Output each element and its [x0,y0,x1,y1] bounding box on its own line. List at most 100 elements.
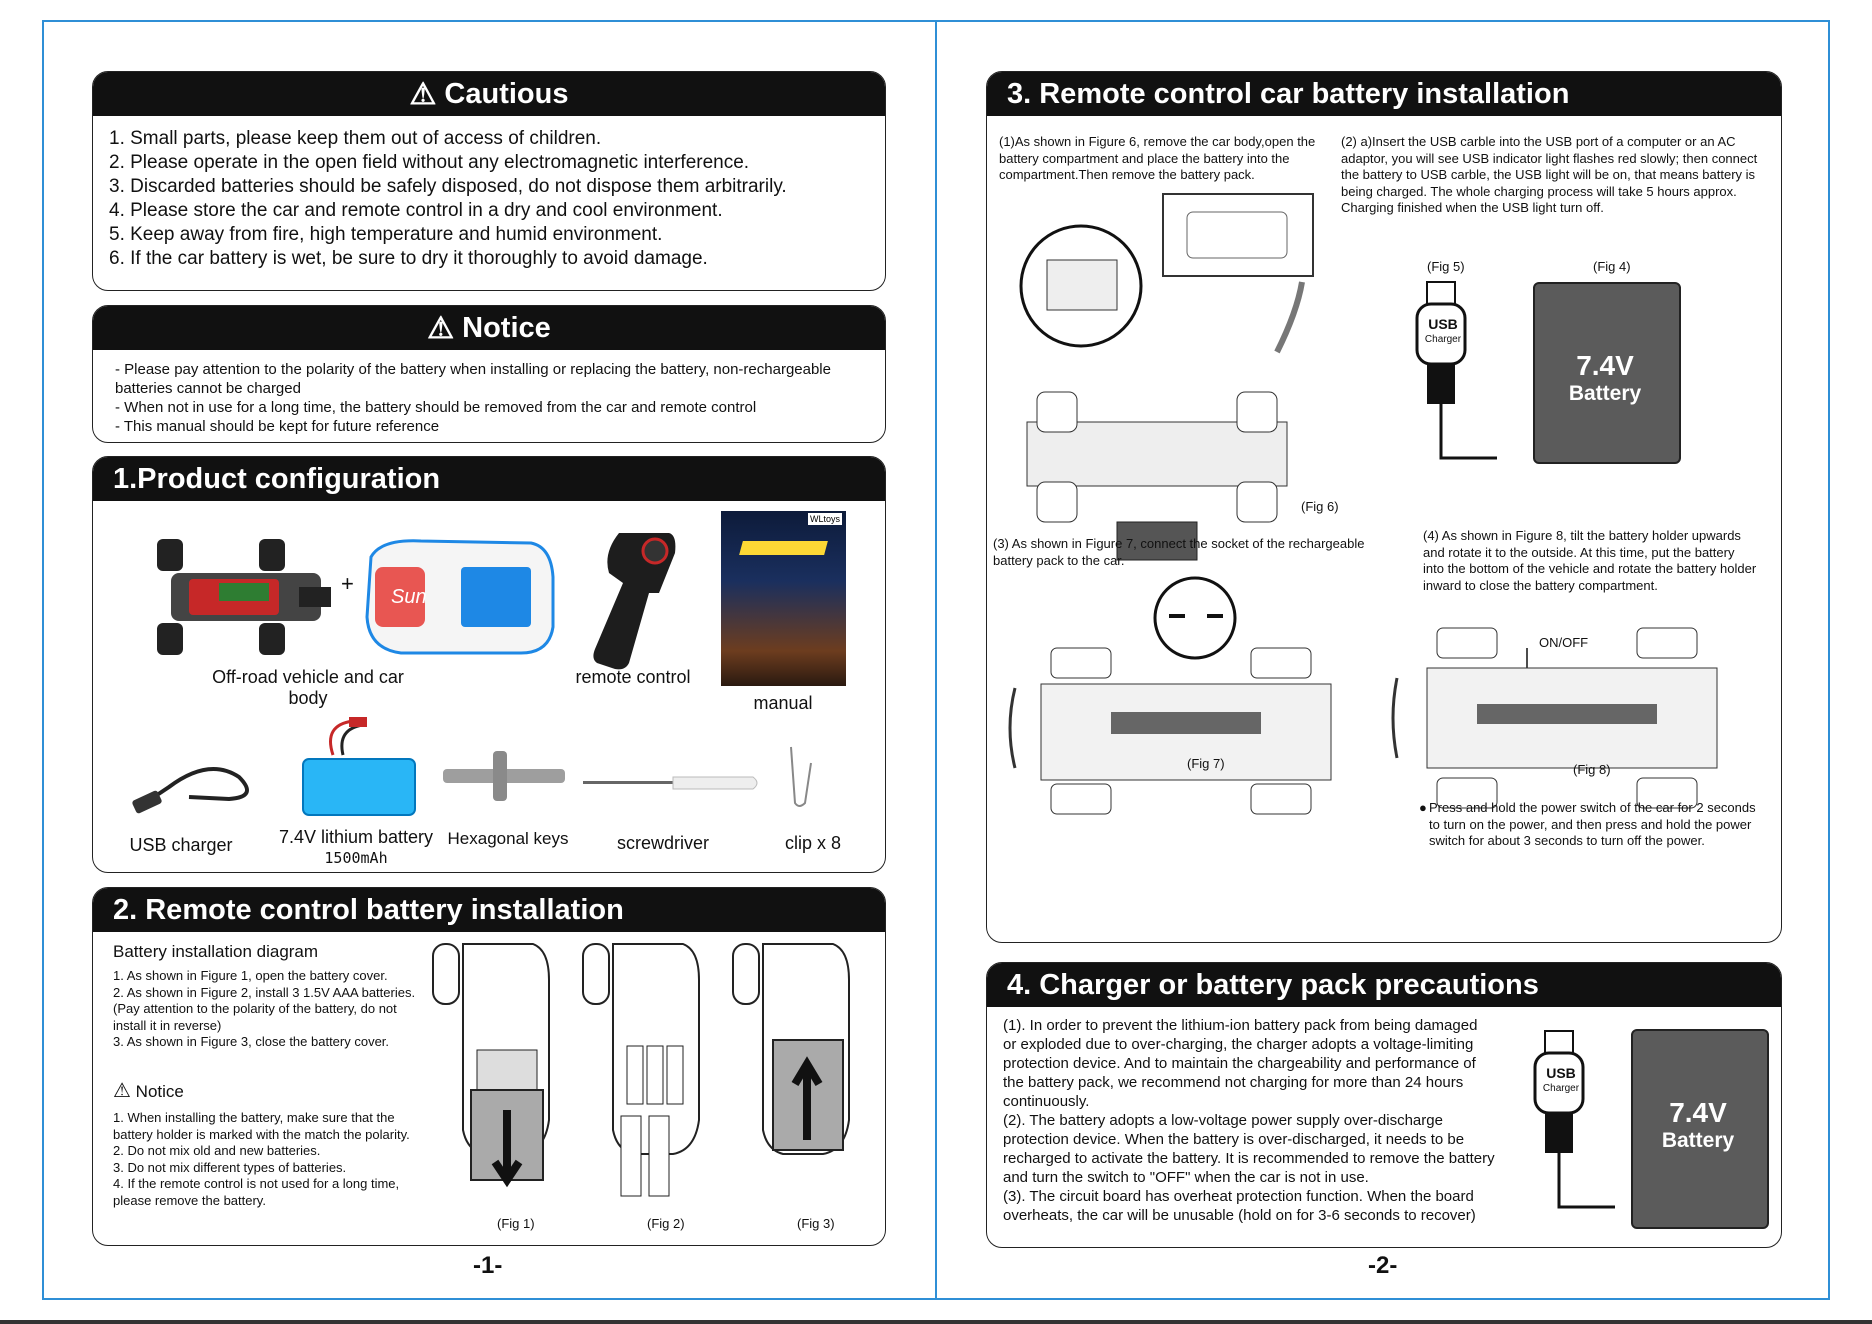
list-item: battery holder is marked with the match … [113,1126,410,1142]
list-item: protection device. And to maintain the c… [1003,1055,1476,1072]
rc-notice-title: Notice [135,1082,184,1101]
onoff-label: ON/OFF [1539,635,1589,650]
vehicle-chassis-image [157,539,331,655]
car-body-image: Sun [365,539,555,655]
list-item: Press and hold the power switch of the c… [1429,800,1756,815]
list-item: 3. Do not mix different types of batteri… [113,1159,347,1175]
fig4-caption: (Fig 4) [1593,259,1631,274]
usb-charger-diagram [1533,1030,1615,1209]
clip-image [790,746,812,807]
list-item: continuously. [1003,1093,1090,1110]
power-switch-text: Press and hold the power switch of the c… [1429,800,1756,850]
page-divider [935,20,937,1300]
list-item: overheats, the car will be unusable (hol… [1003,1207,1476,1224]
vehicle-label: Off-road vehicle and car body [212,667,404,708]
list-item: to turn on the power, and then press and… [1429,816,1752,832]
list-item: 5. Keep away from fire, high temperature… [109,224,663,245]
list-item: - When not in use for a long time, the b… [115,399,757,416]
precautions-list: (1). In order to prevent the lithium-ion… [1003,1016,1495,1225]
manual-image: WLtoys [721,511,846,686]
list-item: 6. If the car battery is wet, be sure to… [109,248,708,269]
list-item: 2. Do not mix old and new batteries. [113,1143,321,1158]
fig3-caption: (Fig 3) [797,1216,835,1231]
fig5-caption: (Fig 5) [1427,259,1465,274]
list-item: (2). The battery adopts a low-voltage po… [1003,1112,1443,1129]
step2-text: (2) a)Insert the USB carble into the USB… [1341,134,1757,217]
notice-title: Notice [462,311,551,344]
list-item: (2) a)Insert the USB carble into the USB… [1341,134,1736,149]
battery-capacity: 1500mAh [324,849,388,867]
page-number-left: -1- [473,1252,503,1279]
list-item: 1. Small parts, please keep them out of … [109,128,602,149]
hex-label: Hexagonal keys [447,829,569,848]
precautions-header: 4. Charger or battery pack precautions [987,963,1781,1007]
car-battery-section: 3. Remote control car battery installati… [986,71,1782,943]
precautions-title: 4. Charger or battery pack precautions [1007,968,1539,1001]
manual-label: manual [753,693,813,713]
hexagonal-keys-image [443,751,565,801]
list-item: (3). The circuit board has overheat prot… [1003,1188,1474,1205]
diagram-title: Battery installation diagram [113,942,319,961]
rc-battery-section: 2. Remote control battery installation B… [92,887,886,1246]
precautions-section: 4. Charger or battery pack precautions (… [986,962,1782,1248]
screwdriver-image [583,776,758,790]
fig7-diagram [1008,576,1332,815]
bullet-dot: ● [1419,800,1427,815]
step3-text: (3) As shown in Figure 7, connect the so… [993,536,1364,569]
battery-word: Battery [1661,1129,1735,1152]
page-number-right: -2- [1368,1252,1398,1279]
list-item: (4) As shown in Figure 8, tilt the batte… [1423,528,1741,543]
fig1-caption: (Fig 1) [497,1216,535,1231]
manual-cover-stripe [739,541,828,555]
usb-charger-diagram [1415,281,1497,460]
list-item: battery compartment and place the batter… [999,150,1290,166]
list-item: compartment.Then remove the battery pack… [999,167,1255,182]
list-item: and turn the switch to "OFF" when the ca… [1003,1169,1369,1186]
list-item: please remove the battery. [113,1192,266,1208]
list-item: recharged to activate the battery. It is… [1003,1150,1495,1167]
list-item: 4. If the remote control is not used for… [113,1176,400,1191]
list-item: into the bottom of the vehicle and rotat… [1423,561,1757,576]
list-item: - This manual should be kept for future … [115,418,440,435]
svg-text:Sun: Sun [391,586,427,608]
list-item: and rotate it to the outside. At this ti… [1423,544,1735,560]
car-battery-title: 3. Remote control car battery installati… [1007,77,1570,110]
car-battery-header: 3. Remote control car battery installati… [987,72,1781,116]
notice-section: ⚠ Notice - Please pay attention to the p… [92,305,886,443]
manual-brand: WLtoys [807,513,842,525]
product-config-title: 1.Product configuration [113,462,441,495]
fig6-diagram [1019,193,1314,561]
step4-text: (4) As shown in Figure 8, tilt the batte… [1423,528,1756,594]
list-item: - Please pay attention to the polarity o… [115,361,831,378]
battery-pack-diagram [1533,282,1681,464]
list-item: install it in reverse) [113,1017,222,1033]
cautious-header: ⚠ Cautious [93,72,885,116]
cautious-section: ⚠ Cautious 1. Small parts, please keep t… [92,71,886,291]
lithium-battery-image [302,717,416,816]
fig6-caption: (Fig 6) [1301,499,1339,514]
list-item: Charging finished when the USB light tur… [1341,200,1604,215]
usb-word: USB [1428,316,1458,332]
fig2-diagram [582,943,700,1197]
battery-pack-diagram [1631,1029,1769,1229]
list-item: (1)As shown in Figure 6, remove the car … [999,134,1316,149]
rc-battery-title: 2. Remote control battery installation [113,893,624,926]
list-item: adaptor, you will see USB indicator ligh… [1341,150,1758,166]
rc-steps: 1. As shown in Figure 1, open the batter… [113,968,415,1051]
cautious-list: 1. Small parts, please keep them out of … [109,127,787,271]
list-item: 3. As shown in Figure 3, close the batte… [113,1034,390,1049]
list-item: protection device. When the battery is o… [1003,1131,1465,1148]
list-item: 4. Please store the car and remote contr… [109,200,723,221]
charger-word: Charger [1424,334,1462,345]
list-item: 2. Please operate in the open field with… [109,152,750,173]
battery-label: 7.4V lithium battery [278,827,434,847]
product-config-section: 1.Product configuration + Sun Off-road v… [92,456,886,873]
clip-label: clip x 8 [784,833,842,853]
list-item: 2. As shown in Figure 2, install 3 1.5V … [113,984,416,1000]
battery-voltage: 7.4V [1576,350,1634,381]
warning-icon: ⚠ [427,311,455,345]
plus-sign: + [341,571,354,596]
battery-word: Battery [1568,382,1642,405]
fig1-diagram [432,943,550,1188]
rc-notice-heading: ⚠ Notice [113,1078,184,1103]
